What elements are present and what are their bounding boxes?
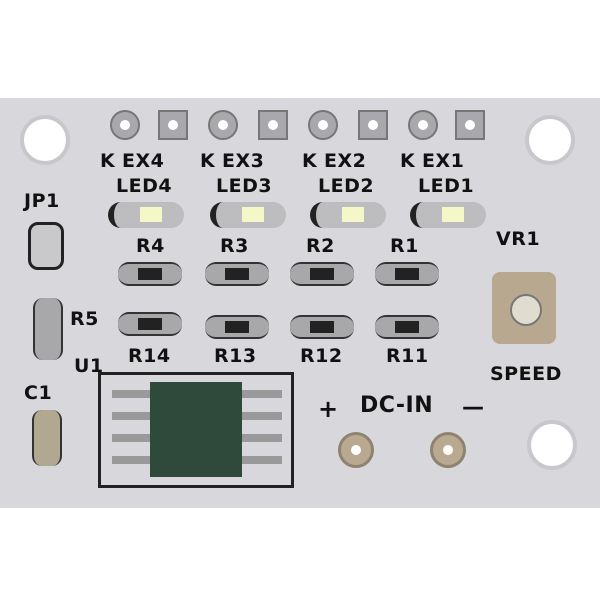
dc-in-plus-pad (338, 432, 374, 468)
capacitor-c1 (32, 410, 62, 466)
mounting-hole (525, 115, 575, 165)
label-k: K (400, 150, 416, 172)
resistor (375, 262, 439, 286)
header-pad (110, 110, 140, 140)
label-k: K (100, 150, 116, 172)
label-jp1: JP1 (24, 190, 60, 212)
label-speed: SPEED (490, 363, 562, 385)
mounting-hole (20, 115, 70, 165)
led (108, 202, 184, 228)
header-pad (258, 110, 288, 140)
label-plus: + (318, 395, 339, 423)
ic-chip (150, 382, 242, 477)
label-k: K (302, 150, 318, 172)
label-dc-in: DC-IN (360, 393, 434, 418)
label-ex1: EX1 (422, 150, 465, 172)
mounting-hole (527, 420, 577, 470)
label-r4: R4 (136, 235, 165, 257)
label-r1: R1 (390, 235, 419, 257)
resistor (205, 315, 269, 339)
label-vr1: VR1 (496, 228, 541, 250)
solder-jumper (28, 222, 64, 270)
label-r2: R2 (306, 235, 335, 257)
header-pad (308, 110, 338, 140)
header-pad (358, 110, 388, 140)
led (210, 202, 286, 228)
header-pad (208, 110, 238, 140)
label-ex2: EX2 (324, 150, 367, 172)
resistor (118, 262, 182, 286)
dc-in-minus-pad (430, 432, 466, 468)
header-pad (455, 110, 485, 140)
led (410, 202, 486, 228)
label-r14: R14 (128, 345, 171, 367)
label-r5: R5 (70, 308, 99, 330)
resistor (375, 315, 439, 339)
label-c1: C1 (24, 382, 53, 404)
label-led2: LED2 (318, 175, 375, 197)
label-ex3: EX3 (222, 150, 265, 172)
label-minus: — (462, 395, 485, 420)
led (310, 202, 386, 228)
ic-outline (98, 372, 294, 488)
label-r3: R3 (220, 235, 249, 257)
label-r12: R12 (300, 345, 343, 367)
header-pad (408, 110, 438, 140)
resistor-r5 (33, 298, 63, 360)
trimmer-potentiometer[interactable] (492, 272, 556, 344)
label-r11: R11 (386, 345, 429, 367)
label-led3: LED3 (216, 175, 273, 197)
label-u1: U1 (74, 355, 104, 377)
label-k: K (200, 150, 216, 172)
resistor (118, 312, 182, 336)
label-ex4: EX4 (122, 150, 165, 172)
label-r13: R13 (214, 345, 257, 367)
header-pad (158, 110, 188, 140)
resistor (205, 262, 269, 286)
resistor (290, 262, 354, 286)
resistor (290, 315, 354, 339)
label-led1: LED1 (418, 175, 475, 197)
label-led4: LED4 (116, 175, 173, 197)
